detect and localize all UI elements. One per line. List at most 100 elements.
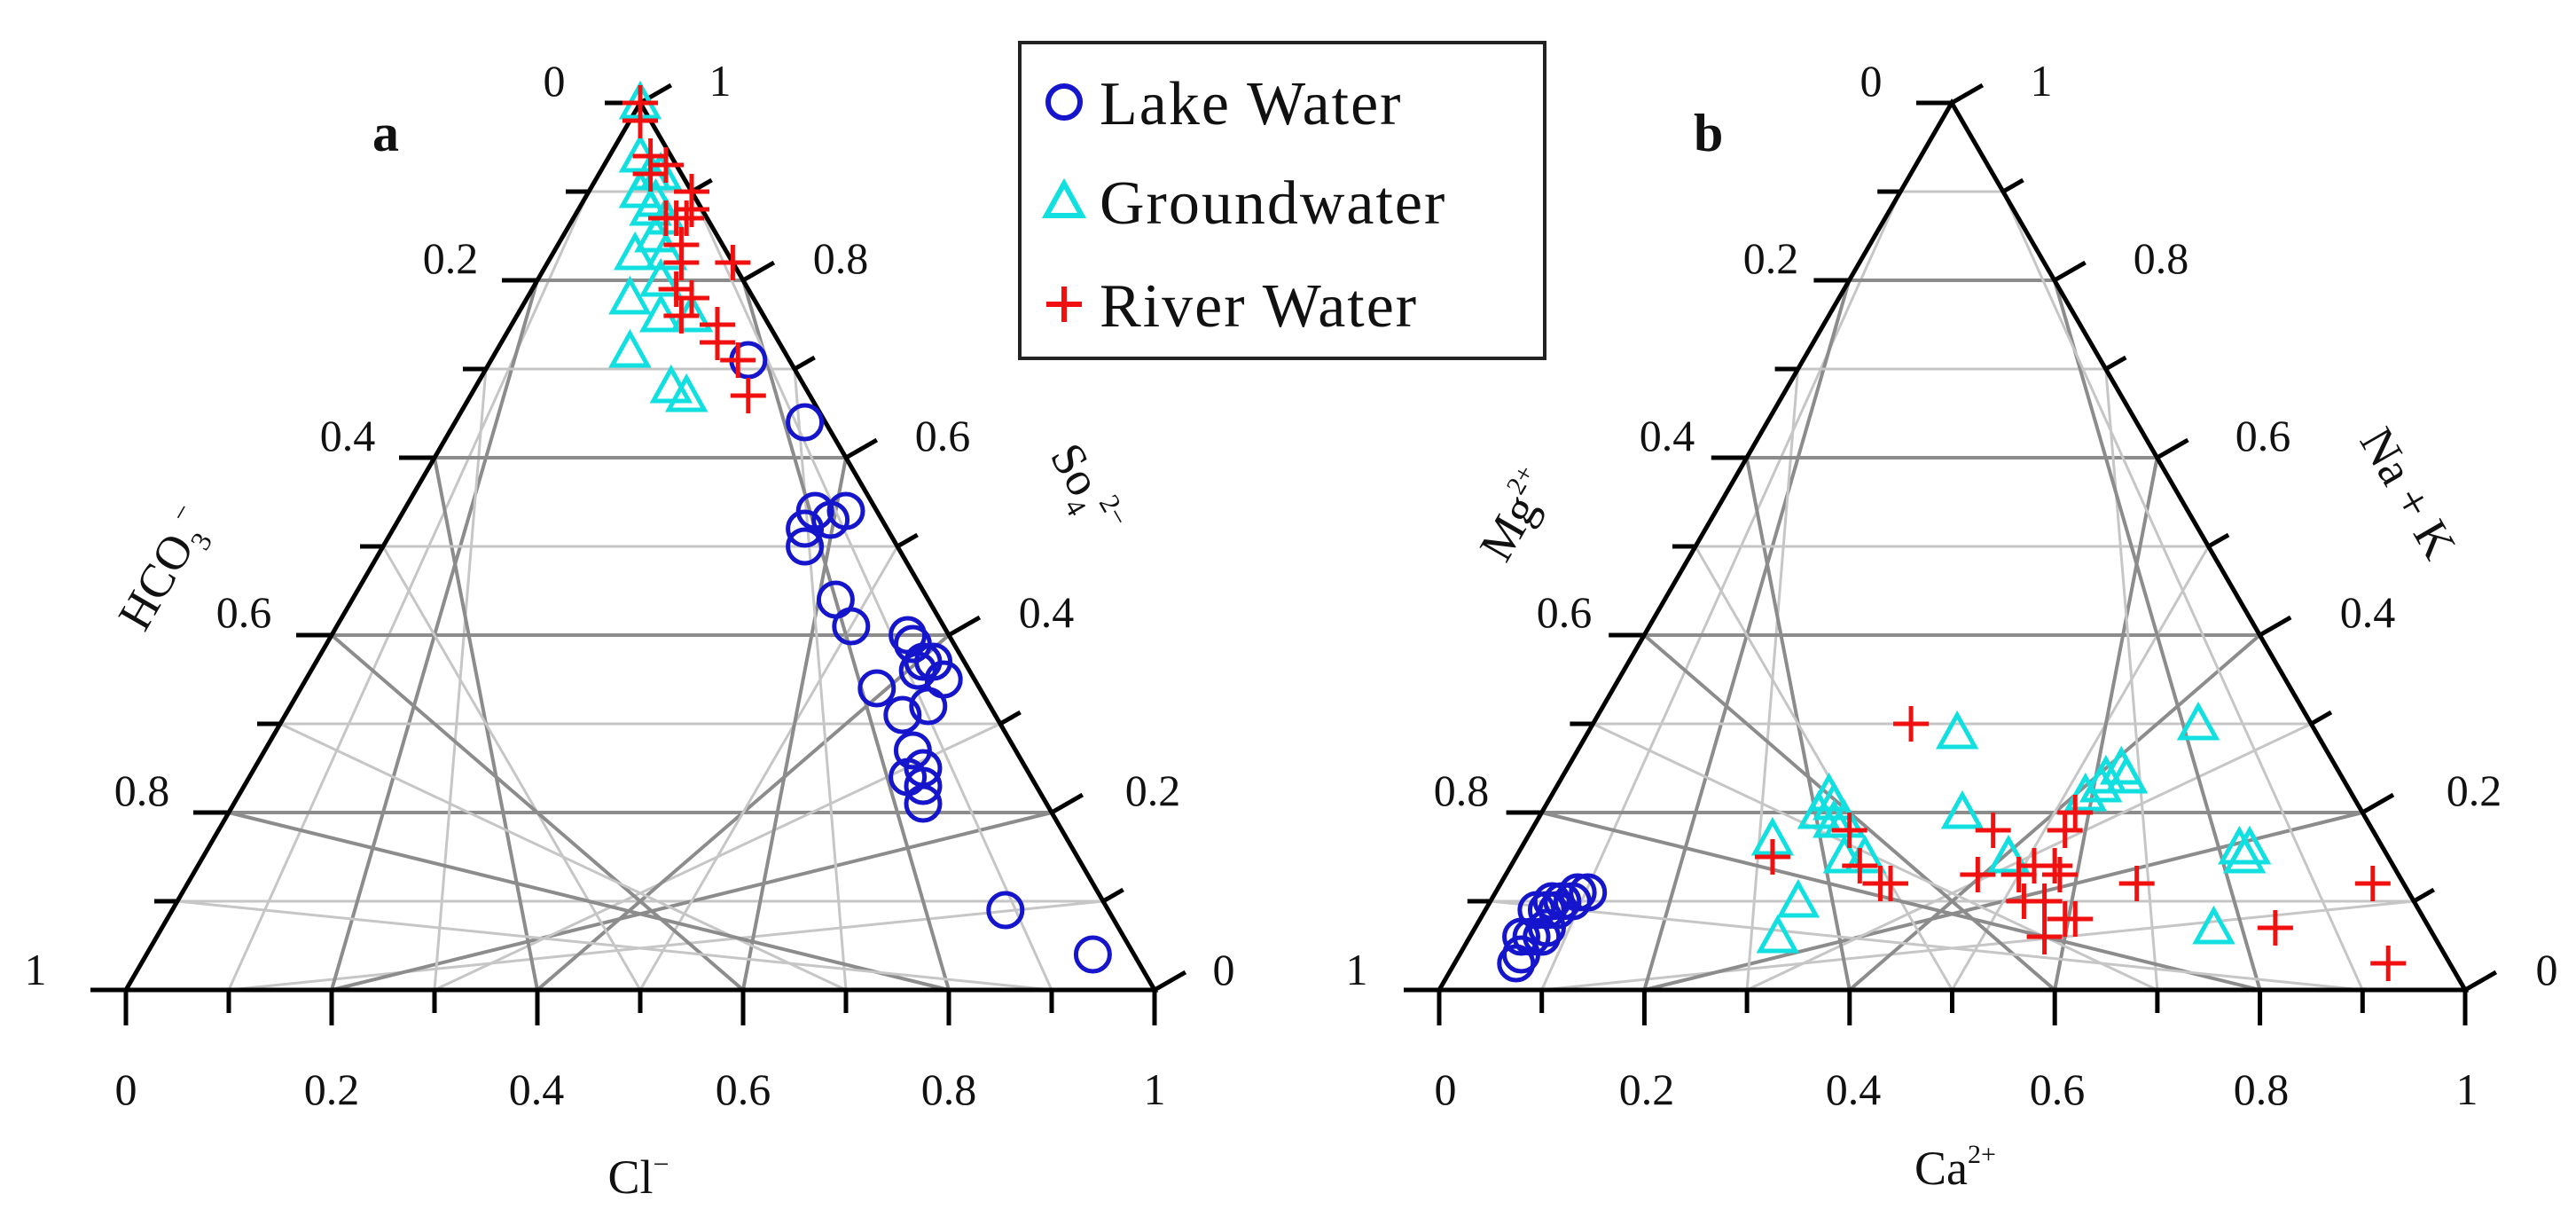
panel-b-ground-point (1843, 834, 1887, 874)
panel-a-river-point (700, 307, 735, 342)
panel-b-river-point (1893, 706, 1930, 742)
panel-a-ground-point (664, 373, 709, 412)
panel-a-ground-point (608, 328, 652, 368)
panel-a-gridline (228, 811, 950, 992)
panel-a-bottom-tick-0: 0 (115, 1064, 137, 1114)
panel-a-left-tick-2: 0.6 (216, 587, 272, 637)
panel-a-gridline (176, 899, 1053, 992)
panel-b-river-point (1873, 866, 1909, 901)
panel-a-ground-point (608, 275, 652, 315)
panel-b-left-tick-2: 0.6 (1537, 587, 1593, 637)
panel-a-river-point (622, 103, 658, 138)
panel-b-right-tick-1: 0.2 (2447, 766, 2502, 815)
panel-a-bottom-tick-1: 0.2 (304, 1064, 360, 1114)
panel-a-right-tick-1: 0.2 (1125, 766, 1181, 815)
panel-a-right-tick-5: 1 (709, 56, 732, 106)
panel-b-river-point (2057, 795, 2094, 830)
legend-box (1018, 41, 1546, 360)
panel-a-bottom-axis-title: Cl− (607, 1148, 669, 1204)
panel-a-right-tick-0: 0 (1213, 945, 1235, 994)
panel-b-ticks (1404, 82, 2498, 1025)
panel-b-left-tick-1: 0.8 (1434, 766, 1490, 815)
panel-a-right-tick-mark (1050, 792, 1084, 815)
panel-a-lake-point (1073, 935, 1112, 974)
panel-a-bottom-tick-4: 0.8 (921, 1064, 977, 1114)
legend-marker-ground (1041, 177, 1087, 218)
panel-b-right-tick-mark (2207, 532, 2230, 549)
panel-b-gridline (1541, 811, 2261, 992)
panel-b-right-tick-5: 1 (2031, 56, 2053, 106)
panel-b-lake-point (1558, 873, 1597, 912)
panel-b-bottom-tick-0: 0 (1435, 1064, 1457, 1114)
panel-b-bottom-tick-3: 0.6 (2030, 1064, 2086, 1114)
panel-b-right-tick-mark (2463, 970, 2498, 993)
panel-b-bottom-tick-1: 0.2 (1619, 1064, 1675, 1114)
panel-b-right-tick-mark (2053, 260, 2087, 283)
panel-a-left-tick-4: 0.2 (423, 233, 479, 283)
panel-b-right-tick-2: 0.4 (2340, 587, 2396, 637)
panel-a-grid (176, 190, 1104, 992)
legend: Lake Water Groundwater River Water (1018, 41, 1546, 360)
panel-a-river-point (663, 227, 700, 263)
panel-a-right-tick-mark (793, 355, 816, 372)
panel-b-ground-point (1935, 710, 1979, 750)
panel-b-left-axis-title: Mg2+ (1468, 460, 1562, 570)
panel-b-river-point (1960, 857, 1996, 892)
panel-a-lake-point (832, 607, 871, 646)
panel-a-river-point (648, 147, 684, 183)
panel-b-river-point (1975, 813, 2011, 848)
panel-b-gridline (1951, 546, 2210, 991)
panel-b-river-point (2354, 866, 2391, 901)
panel-a-lake-point (986, 891, 1025, 930)
panel-a-right-tick-mark (638, 82, 673, 106)
panel-a-gridline (741, 457, 848, 991)
panel-b-river-point (2118, 866, 2155, 901)
panel-b-ground-point (1822, 834, 1867, 874)
legend-label-river: River Water (1100, 272, 1418, 341)
panel-b-bottom-axis-title: Ca2+ (1914, 1140, 1996, 1195)
panel-b-right-tick-4: 0.8 (2134, 233, 2189, 283)
panel-b-ground-point (2228, 825, 2272, 865)
panel-a-right-tick-mark (896, 532, 919, 549)
panel-b-river-point (1831, 813, 1867, 848)
panel-a-right-axis-title: So42− (1033, 433, 1136, 547)
panel-b-ground-point (2104, 754, 2149, 794)
panel-b-ground-point (2084, 754, 2128, 794)
panel-b-right-tick-0: 0 (2536, 945, 2558, 994)
panel-b-grid (1490, 190, 2415, 992)
panel-b-ground-point (1756, 914, 1800, 954)
panel-b-left-tick-5: 0 (1860, 56, 1883, 106)
panel-a-lake-point (811, 500, 850, 539)
panel-b-right-tick-mark (2310, 710, 2333, 726)
panel-a-lake-point (914, 642, 953, 681)
panel-a-lake-point (786, 527, 825, 566)
panel-b-gridline (2053, 457, 2159, 991)
panel-a-left-axis-title: HCO3− (106, 497, 226, 642)
legend-marker-river (1046, 287, 1082, 322)
panel-b-right-tick-mark (2156, 437, 2189, 460)
panel-b-ground-point (1776, 878, 1820, 918)
panel-a-bottom-tick-2: 0.4 (509, 1064, 565, 1114)
panel-b-river-point (1842, 848, 1878, 883)
panel-a-bottom-tick-5: 1 (1144, 1064, 1166, 1114)
panel-b-ground-point (1986, 834, 2031, 874)
legend-label-lake: Lake Water (1100, 70, 1403, 138)
panel-b-right-tick-mark (2001, 177, 2024, 194)
panel-b-lake-point (1569, 873, 1608, 912)
panel-b-gridline (1490, 899, 2363, 992)
panel-a-label: a (372, 104, 399, 162)
panel-b-right-tick-mark (1950, 82, 1985, 106)
panel-a-river-point (720, 342, 756, 378)
panel-a-gridline (638, 546, 899, 991)
panel-a-ground-point (644, 231, 688, 271)
panel-a-river-point (632, 138, 669, 174)
panel-a-right-tick-3: 0.6 (915, 411, 971, 460)
panel-b-points (1497, 701, 2407, 983)
panel-b-label: b (1694, 104, 1723, 162)
panel-a-right-tick-mark (998, 710, 1022, 726)
panel-b-ground-point (1940, 789, 1985, 829)
panel-b-river-point (2026, 883, 2063, 919)
panel-a-left-tick-3: 0.4 (320, 411, 376, 460)
panel-b-right-tick-3: 0.6 (2235, 411, 2291, 460)
